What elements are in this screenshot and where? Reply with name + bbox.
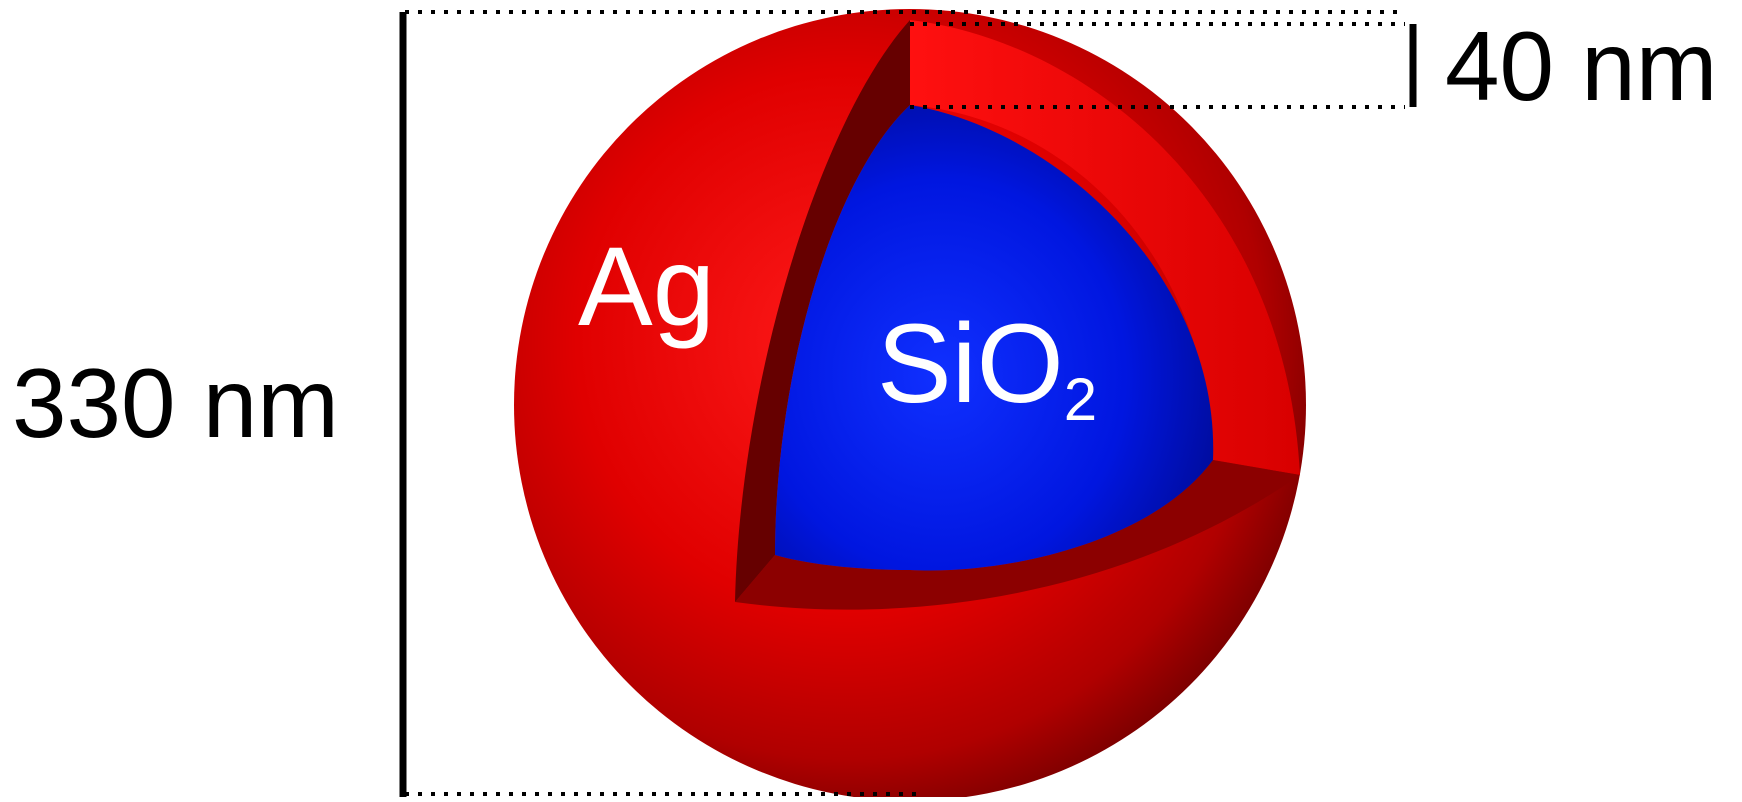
diameter-label: 330 nm [12, 348, 339, 458]
shell-cut-face-left [735, 20, 910, 602]
core-material-label: SiO2 [877, 301, 1097, 433]
shell-cut-face-bottom [735, 460, 1300, 610]
thickness-label: 40 nm [1445, 11, 1717, 121]
core-material-main: SiO [877, 301, 1064, 426]
core-material-subscript: 2 [1064, 366, 1097, 433]
silica-core [775, 105, 1214, 571]
shell-cut-face-right [910, 20, 1300, 475]
shell-material-label: Ag [578, 224, 715, 349]
